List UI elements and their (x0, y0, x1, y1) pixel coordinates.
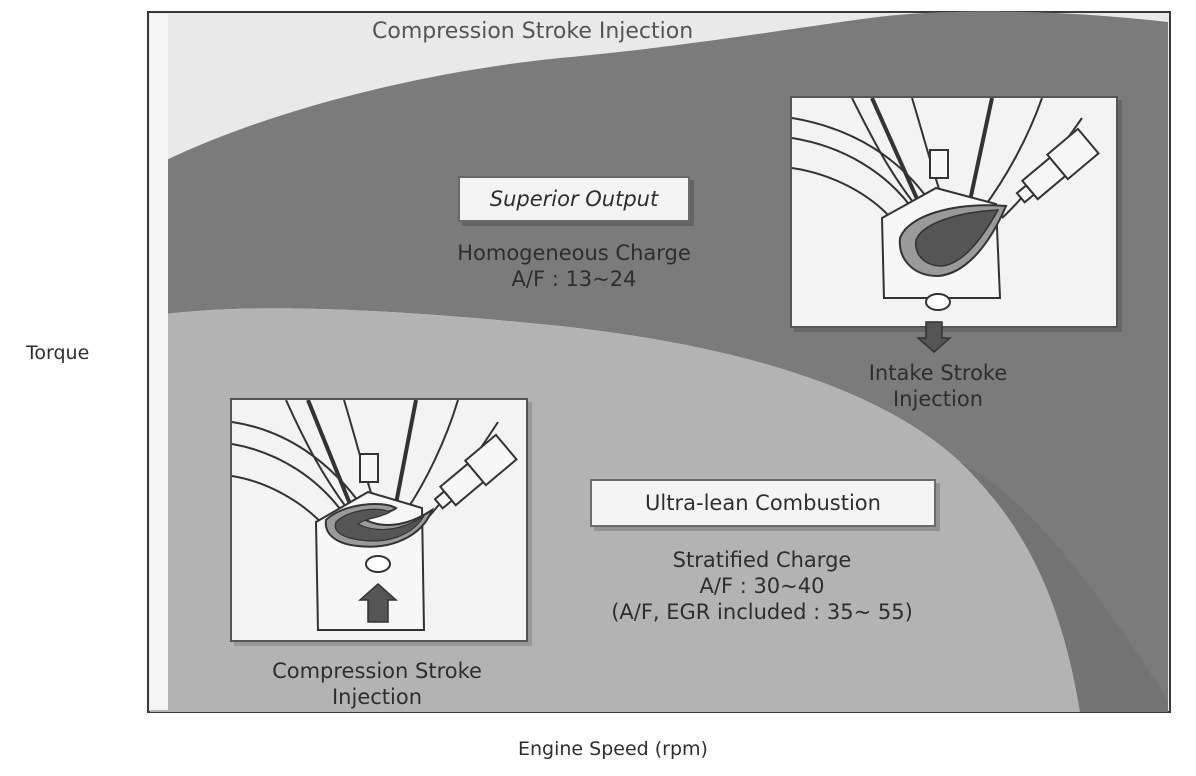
upper-af-ratio-text: A/F : 13~24 (511, 267, 637, 291)
compression-up-arrow (358, 582, 398, 623)
intake-caption-line2: Injection (892, 387, 984, 411)
ultra-lean-combustion-box: Ultra-lean Combustion (590, 479, 936, 527)
compression-stroke-inset (230, 398, 528, 642)
header-partial-text: Compression Stroke Injection (372, 19, 693, 44)
intake-engine-illustration (792, 98, 1100, 311)
left-band (150, 14, 168, 710)
intake-stroke-inset (790, 96, 1118, 328)
compression-caption-line2: Injection (331, 685, 423, 709)
compression-caption-line1: Compression Stroke (272, 659, 482, 683)
compression-engine-illustration (232, 400, 518, 631)
superior-output-box: Superior Output (458, 176, 690, 222)
homogeneous-charge-text: Homogeneous Charge (457, 241, 691, 265)
right-corner-region (960, 462, 1168, 712)
egr-note-text: (A/F, EGR included : 35~ 55) (611, 600, 913, 624)
lower-af-ratio-text: A/F : 30~40 (699, 574, 825, 598)
x-axis-label: Engine Speed (rpm) (518, 738, 708, 760)
stratified-charge-text: Stratified Charge (672, 548, 852, 572)
y-axis-label: Torque (26, 342, 90, 364)
intake-caption-line1: Intake Stroke (868, 361, 1008, 385)
